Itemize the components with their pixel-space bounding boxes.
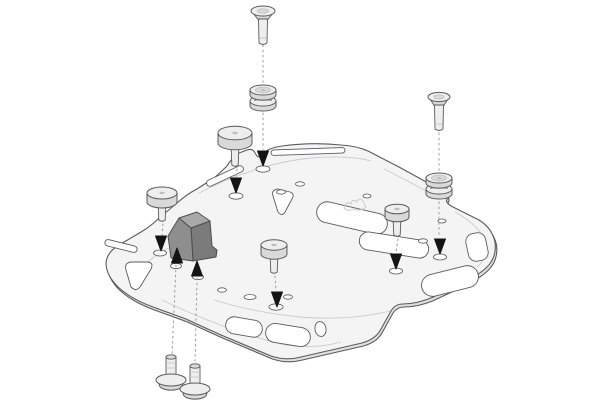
plate-cutout [314,321,327,337]
rubber-knob-screw-center [260,239,288,274]
rubber-spacer-left [249,84,277,112]
plate-cutout [270,147,346,156]
alignment-dashed-line [161,223,164,236]
mounting-hole [228,192,244,200]
rubber-knob-screw-right [384,203,410,237]
mounting-hole [153,249,167,257]
countersunk-screw-top-left [250,5,276,45]
mounting-arrow-down [434,238,446,255]
mounting-hole [217,287,227,293]
screw-shaft-tip [189,363,201,369]
mounting-hole [283,294,293,300]
plate-cutout [272,188,294,215]
countersunk-screw-top-right [427,91,451,131]
alignment-dashed-line [194,277,198,365]
plate-cutout [265,323,311,347]
rubber-spacer-right [425,172,453,200]
plate-contour-line [198,156,372,194]
alignment-dashed-line [395,238,399,253]
mounting-hole [362,193,372,199]
plate-cutout [421,265,479,297]
knob-center-mark [394,207,400,211]
screw-head-socket [433,94,445,100]
mounting-arrow-up [171,247,183,264]
screw-flange [155,373,187,387]
knob-center-mark [159,191,165,195]
plate-cutout [465,232,489,262]
plate-cutout [104,239,138,253]
mounting-arrow-down [155,235,167,252]
spacer-center-hole [260,89,266,91]
pad-top-face [178,211,211,229]
brand-logo-engraving [343,198,367,211]
mounting-arrow-up [191,260,203,277]
mounting-arrow-down [230,177,242,194]
mounting-hole [276,189,286,195]
mounting-arrow-down [271,291,283,308]
alignment-dashed-line [235,168,238,178]
mounting-hole [433,253,447,261]
mounting-hole [243,294,257,300]
spacer-center-hole [436,177,442,179]
rubber-adapter-pad [167,211,218,262]
mounting-hole [255,165,271,173]
plate-contour-line [213,299,391,319]
knob-center-mark [271,243,277,247]
rubber-knob-screw-top [217,125,253,167]
mounting-hole [418,238,428,244]
screw-head-socket [257,8,269,14]
plate-cutout [316,201,388,235]
screw-shaft-tip [165,354,177,360]
mounting-arrow-down [390,253,402,270]
plate-cutout [125,261,153,290]
knob-center-mark [232,131,238,135]
screw-shaft [258,18,268,45]
mounting-arrow-down [257,150,269,167]
plate-cutout [206,165,244,187]
screw-shaft [434,104,444,131]
alignment-dashed-line [171,264,177,356]
mounting-hole [295,181,305,187]
adapter-plate [104,143,498,363]
pan-head-screw-bottom-left [155,354,187,391]
screw-flange [179,382,211,396]
pan-head-screw-bottom-right [179,363,211,400]
mounting-hole [437,218,447,224]
rubber-knob-screw-left [146,186,178,222]
plate-cutout [225,316,263,338]
